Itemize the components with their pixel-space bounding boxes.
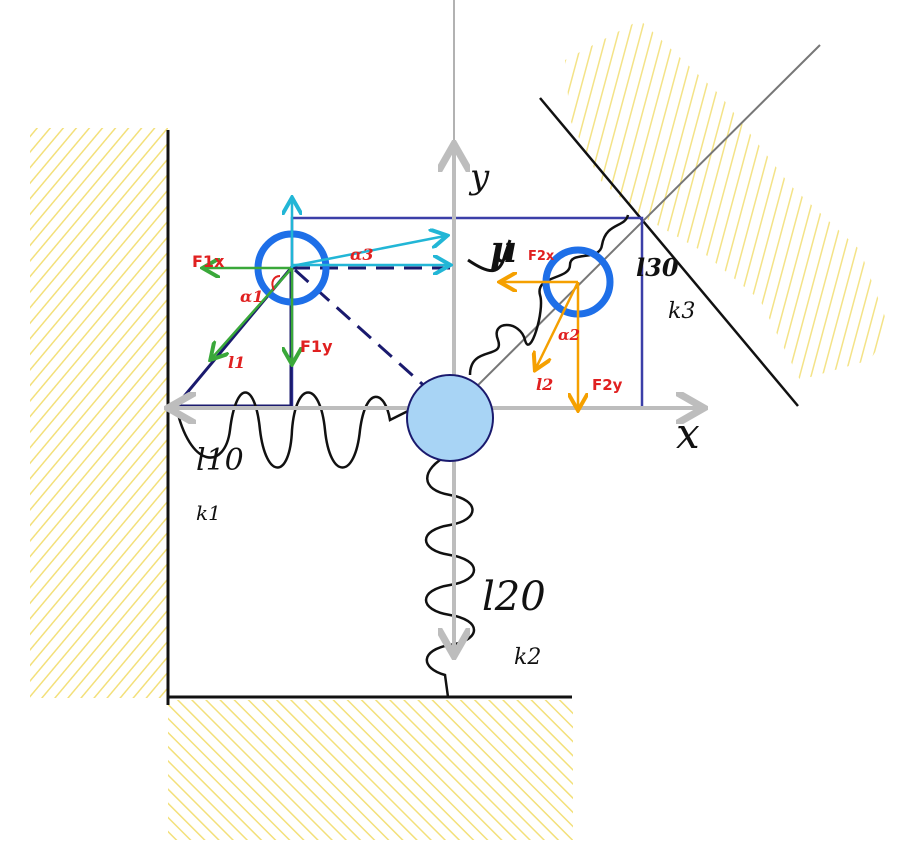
spring-vertical xyxy=(424,453,476,698)
alpha1-arc xyxy=(271,275,281,291)
k2-label: k2 xyxy=(514,645,541,670)
mu-label: μ xyxy=(490,229,516,271)
f2x-label: F2x xyxy=(528,249,555,264)
l30-label: l30 xyxy=(636,253,679,282)
diagonal-guide-line xyxy=(454,44,821,409)
alpha1-label: α1 xyxy=(240,287,263,306)
hatched-wall-left xyxy=(30,128,168,698)
spring-horizontal xyxy=(174,391,411,469)
f2y-label: F2y xyxy=(592,376,623,394)
l10-label: l10 xyxy=(196,443,244,478)
hatched-floor xyxy=(168,700,573,840)
k3-label: k3 xyxy=(668,299,695,324)
hatched-incline xyxy=(565,20,890,380)
alpha3-label: α3 xyxy=(350,245,373,264)
l20-label: l20 xyxy=(482,574,546,620)
l1-arrow xyxy=(212,267,293,358)
f1y-label: F1y xyxy=(300,337,333,356)
alpha2-label: α2 xyxy=(558,326,580,344)
incline-line xyxy=(539,97,799,407)
axis-y-label: y xyxy=(468,157,490,197)
central-mass xyxy=(406,374,494,462)
axis-x-label: x xyxy=(676,409,700,458)
cyan-diagonal-arrow xyxy=(291,236,445,268)
spring-upper xyxy=(467,239,512,273)
l1-label: l1 xyxy=(228,353,245,372)
l2-arrow xyxy=(536,281,580,368)
k1-label: k1 xyxy=(196,501,221,525)
spring-diagonal xyxy=(468,214,630,376)
l2-label: l2 xyxy=(536,375,553,394)
f1x-label: F1x xyxy=(192,252,225,271)
